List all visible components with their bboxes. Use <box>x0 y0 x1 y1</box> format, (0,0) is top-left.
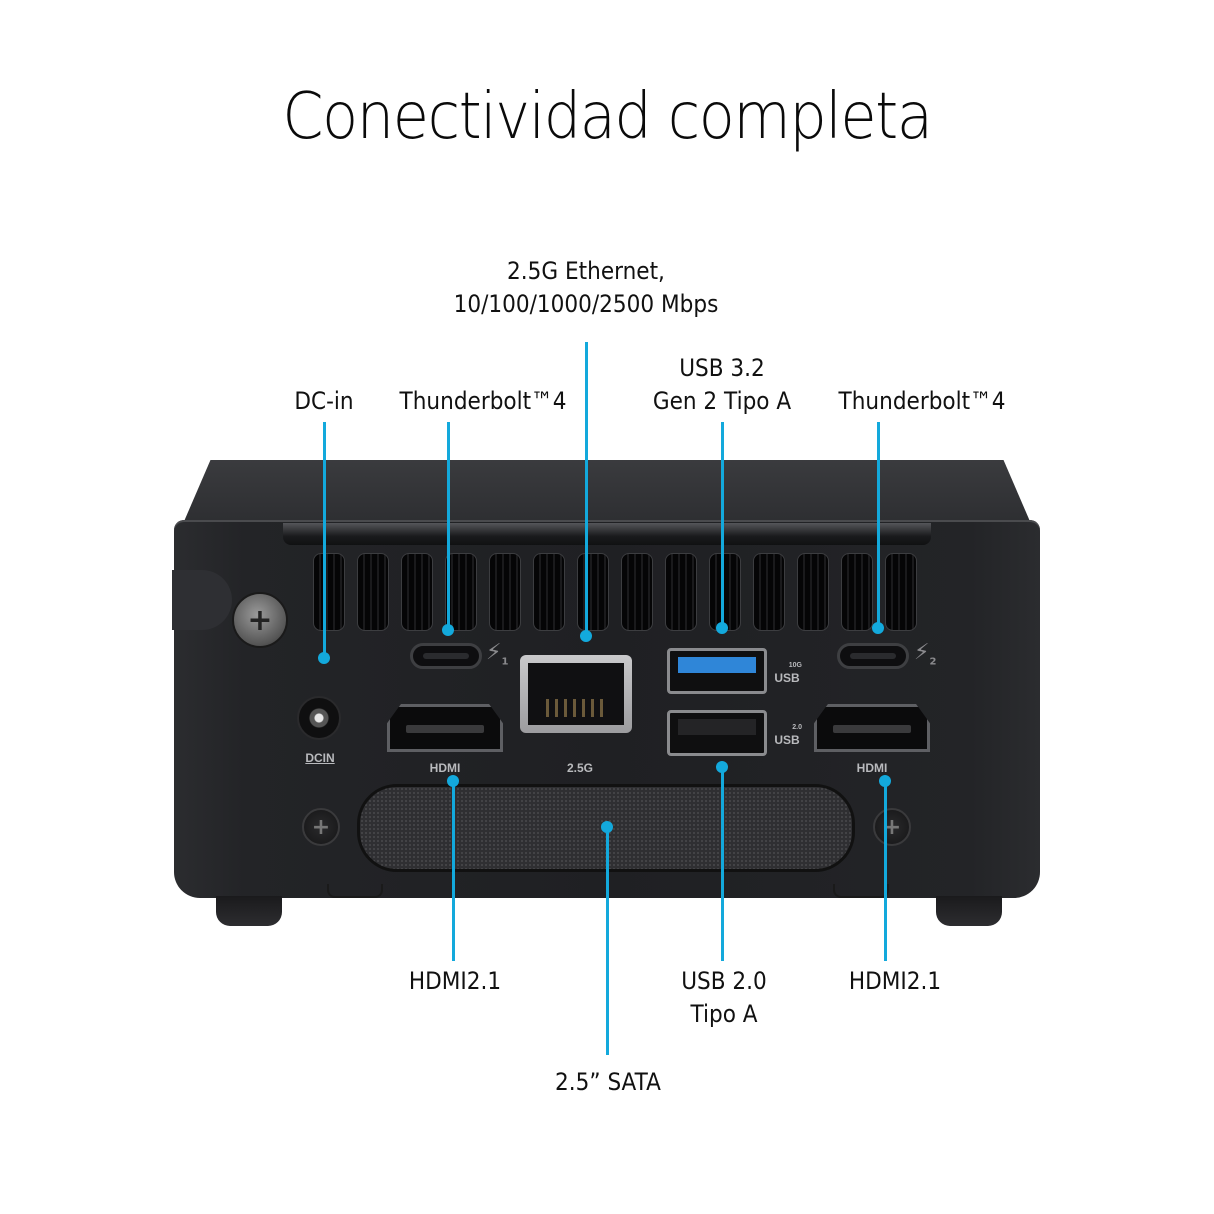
device-lip <box>283 523 931 545</box>
kensington-bracket <box>172 570 232 630</box>
stand-bracket <box>833 884 889 898</box>
hdmi-left-silkscreen: HDMI <box>429 761 461 775</box>
label-hdmi-2: HDMI2.1 <box>849 965 941 998</box>
label-text: DC-in <box>294 387 354 415</box>
label-usb20: USB 2.0 Tipo A <box>681 965 767 1031</box>
vent-slot <box>885 553 917 631</box>
thunderbolt-port-2 <box>837 643 909 669</box>
callout-dot-sata <box>601 821 613 833</box>
vent-slot <box>709 553 741 631</box>
label-thunderbolt-1: Thunderbolt™4 <box>400 385 567 418</box>
leader-line-thunderbolt-1 <box>447 422 450 630</box>
rubber-foot <box>936 896 1002 926</box>
leader-line-dc-in <box>323 422 326 658</box>
hdmi-port-left <box>387 704 503 752</box>
callout-dot-dc-in <box>318 652 330 664</box>
rubber-foot <box>216 896 282 926</box>
vent-slot <box>797 553 829 631</box>
screw-icon <box>302 808 340 846</box>
callout-dot-ethernet <box>580 630 592 642</box>
page-title: Conectividad completa <box>282 80 933 154</box>
vent-slot <box>489 553 521 631</box>
vent-slot <box>445 553 477 631</box>
usb32-silkscreen: 10G USB <box>774 662 802 685</box>
thunderbolt-icon: ⚡2 <box>914 640 937 668</box>
label-text: 10/100/1000/2500 Mbps <box>453 290 719 318</box>
label-dc-in: DC-in <box>294 385 353 418</box>
callout-dot-usb20 <box>716 761 728 773</box>
leader-line-usb32 <box>721 422 724 628</box>
screw-icon <box>873 808 911 846</box>
leader-line-ethernet <box>585 342 588 636</box>
dcin-silkscreen: DCIN <box>305 751 335 765</box>
label-sata: 2.5” SATA <box>555 1066 661 1099</box>
thunderbolt-port-1 <box>410 643 482 669</box>
leader-line-hdmi-1 <box>452 781 455 961</box>
leader-line-usb20 <box>721 767 724 961</box>
leader-line-thunderbolt-2 <box>877 422 880 628</box>
label-text: USB 2.0 <box>681 967 767 995</box>
vent-slot <box>357 553 389 631</box>
ethernet-port <box>520 655 632 733</box>
callout-dot-hdmi-1 <box>447 775 459 787</box>
leader-line-sata <box>606 827 609 1055</box>
hdmi-right-silkscreen: HDMI <box>856 761 888 775</box>
callout-dot-thunderbolt-1 <box>442 624 454 636</box>
label-thunderbolt-2: Thunderbolt™4 <box>839 385 1006 418</box>
label-text: 2.5” SATA <box>555 1068 661 1096</box>
hdmi-port-right <box>814 704 930 752</box>
vent-slot <box>313 553 345 631</box>
thunderbolt-icon: ⚡1 <box>486 640 509 668</box>
label-text: 2.5G Ethernet, <box>507 257 665 285</box>
label-text: Thunderbolt™4 <box>838 387 1006 415</box>
vent-slot <box>533 553 565 631</box>
label-text: USB 3.2 <box>679 354 765 382</box>
thumb-screw-icon <box>232 592 288 648</box>
vent-slot <box>665 553 697 631</box>
label-ethernet: 2.5G Ethernet, 10/100/1000/2500 Mbps <box>454 255 719 321</box>
vent-slot <box>753 553 785 631</box>
vent-slot <box>401 553 433 631</box>
dc-in-port <box>297 696 341 740</box>
label-text: Tipo A <box>690 1000 758 1028</box>
stand-bracket <box>327 884 383 898</box>
usb20-silkscreen: 2.0 USB <box>774 724 802 747</box>
vent-slot <box>577 553 609 631</box>
label-usb32: USB 3.2 Gen 2 Tipo A <box>653 352 791 418</box>
vent-slot <box>621 553 653 631</box>
usb32-port <box>667 648 767 694</box>
label-text: Thunderbolt™4 <box>399 387 567 415</box>
label-text: HDMI2.1 <box>848 967 942 995</box>
callout-dot-thunderbolt-2 <box>872 622 884 634</box>
vent-slot <box>841 553 873 631</box>
label-text: Gen 2 Tipo A <box>652 387 792 415</box>
label-hdmi-1: HDMI2.1 <box>409 965 501 998</box>
callout-dot-hdmi-2 <box>879 775 891 787</box>
leader-line-hdmi-2 <box>884 781 887 961</box>
callout-dot-usb32 <box>716 622 728 634</box>
usb20-port <box>667 710 767 756</box>
label-text: HDMI2.1 <box>408 967 502 995</box>
ethernet-silkscreen: 2.5G <box>566 761 593 775</box>
